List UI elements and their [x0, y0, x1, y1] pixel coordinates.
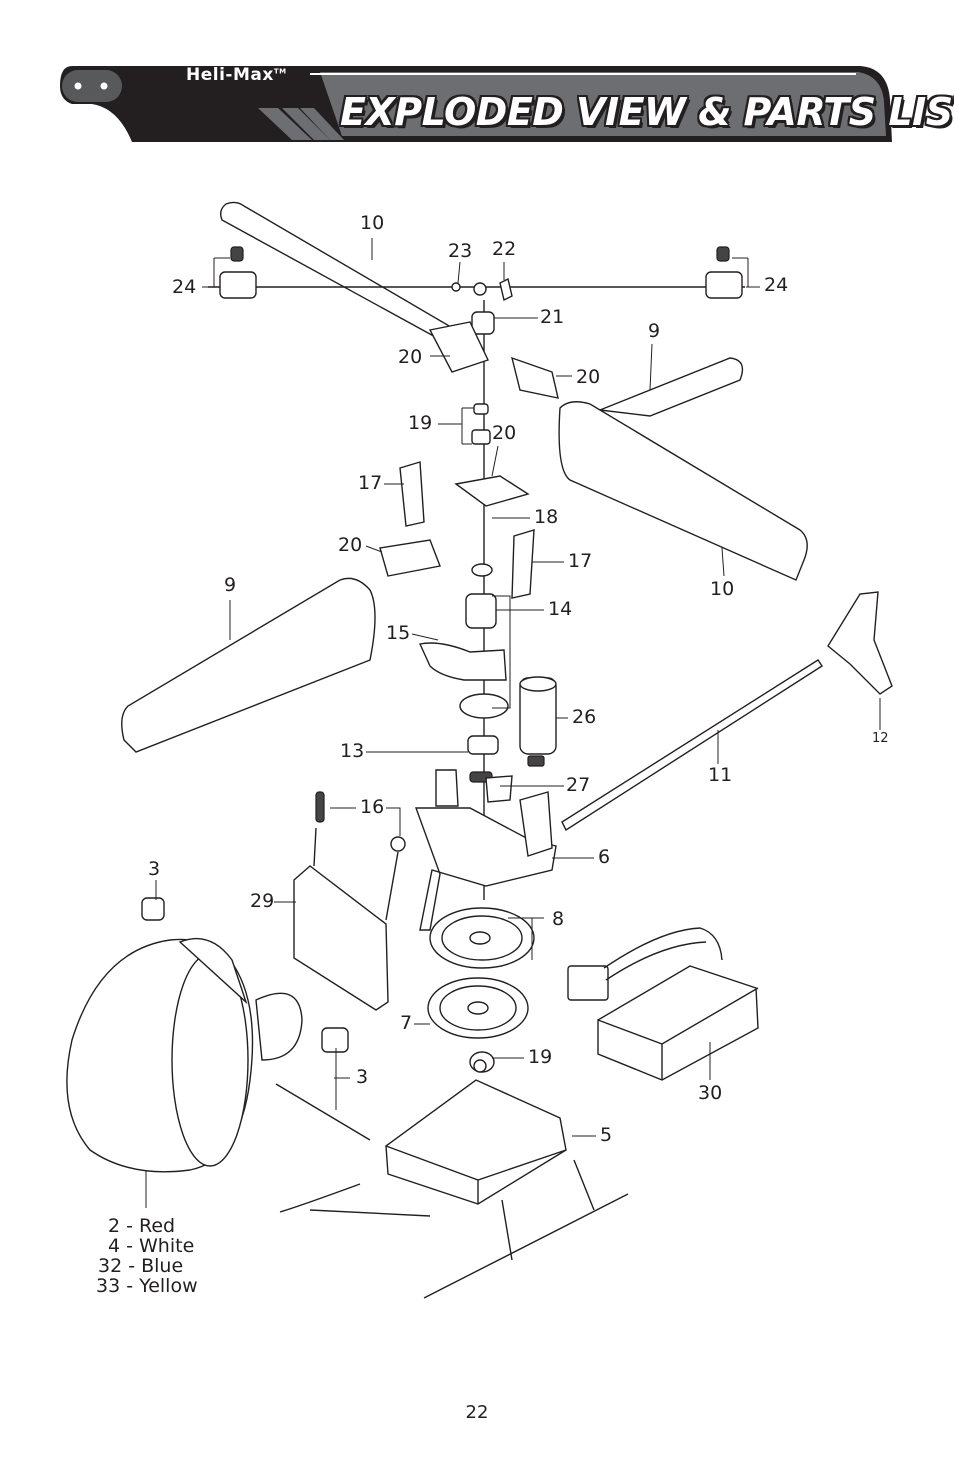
callout-15: 15	[386, 622, 411, 644]
callout-26: 26	[572, 706, 597, 728]
rivet-icon	[74, 82, 82, 90]
motor-assembly	[519, 676, 557, 767]
callout-20: 20	[338, 534, 363, 556]
lower-rotor-blades	[121, 357, 808, 753]
canopy-color-item: 33 - Yellow	[96, 1275, 198, 1297]
callout-19: 19	[528, 1046, 553, 1068]
callout-20: 20	[492, 422, 517, 444]
callout-3: 3	[148, 858, 161, 880]
callout-27: 27	[566, 774, 591, 796]
callout-16: 16	[360, 796, 385, 818]
callout-7: 7	[400, 1012, 413, 1034]
callout-6: 6	[598, 846, 611, 868]
callout-19: 19	[408, 412, 433, 434]
callout-17: 17	[568, 550, 593, 572]
callout-9: 9	[648, 320, 661, 342]
canopy-color-item: 4 - White	[108, 1235, 195, 1257]
callout-23: 23	[448, 240, 473, 262]
spacers	[141, 897, 371, 1141]
callout-24: 24	[764, 274, 789, 296]
gears	[427, 907, 535, 1073]
rivet-icon	[100, 82, 108, 90]
callout-17: 17	[358, 472, 383, 494]
callout-8: 8	[552, 908, 565, 930]
landing-skid	[279, 1059, 629, 1299]
page-title: EXPLODED VIEW & PARTS LIST	[340, 90, 954, 134]
callout-20: 20	[576, 366, 601, 388]
callout-13: 13	[340, 740, 365, 762]
main-frame	[415, 769, 557, 931]
callout-24: 24	[172, 276, 197, 298]
leader-lines	[145, 238, 881, 1208]
callout-11: 11	[708, 764, 733, 786]
callout-5: 5	[600, 1124, 613, 1146]
callout-29: 29	[250, 890, 275, 912]
rotor-head-assembly	[379, 300, 559, 900]
callout-30: 30	[698, 1082, 723, 1104]
callout-9: 9	[224, 574, 237, 596]
header-banner	[60, 66, 892, 142]
canopy	[66, 937, 303, 1173]
callout-21: 21	[540, 306, 565, 328]
callout-10: 10	[360, 212, 385, 234]
canopy-color-list: 2 - Red 4 - White 32 - Blue 33 - Yellow	[96, 1216, 198, 1296]
canopy-color-item: 32 - Blue	[98, 1255, 184, 1277]
callout-18: 18	[534, 506, 559, 528]
battery-pack	[567, 927, 759, 1081]
tail-assembly	[561, 591, 893, 832]
callout-3: 3	[356, 1066, 369, 1088]
page-number: 22	[465, 1402, 489, 1423]
callout-10: 10	[710, 578, 735, 600]
callout-12: 12	[872, 731, 889, 746]
callout-20: 20	[398, 346, 423, 368]
canopy-color-item: 2 - Red	[108, 1215, 176, 1237]
callout-14: 14	[548, 598, 573, 620]
callout-22: 22	[492, 238, 517, 260]
brand-logo: Heli-MaxTM	[186, 65, 287, 85]
receiver-board	[293, 791, 406, 1011]
